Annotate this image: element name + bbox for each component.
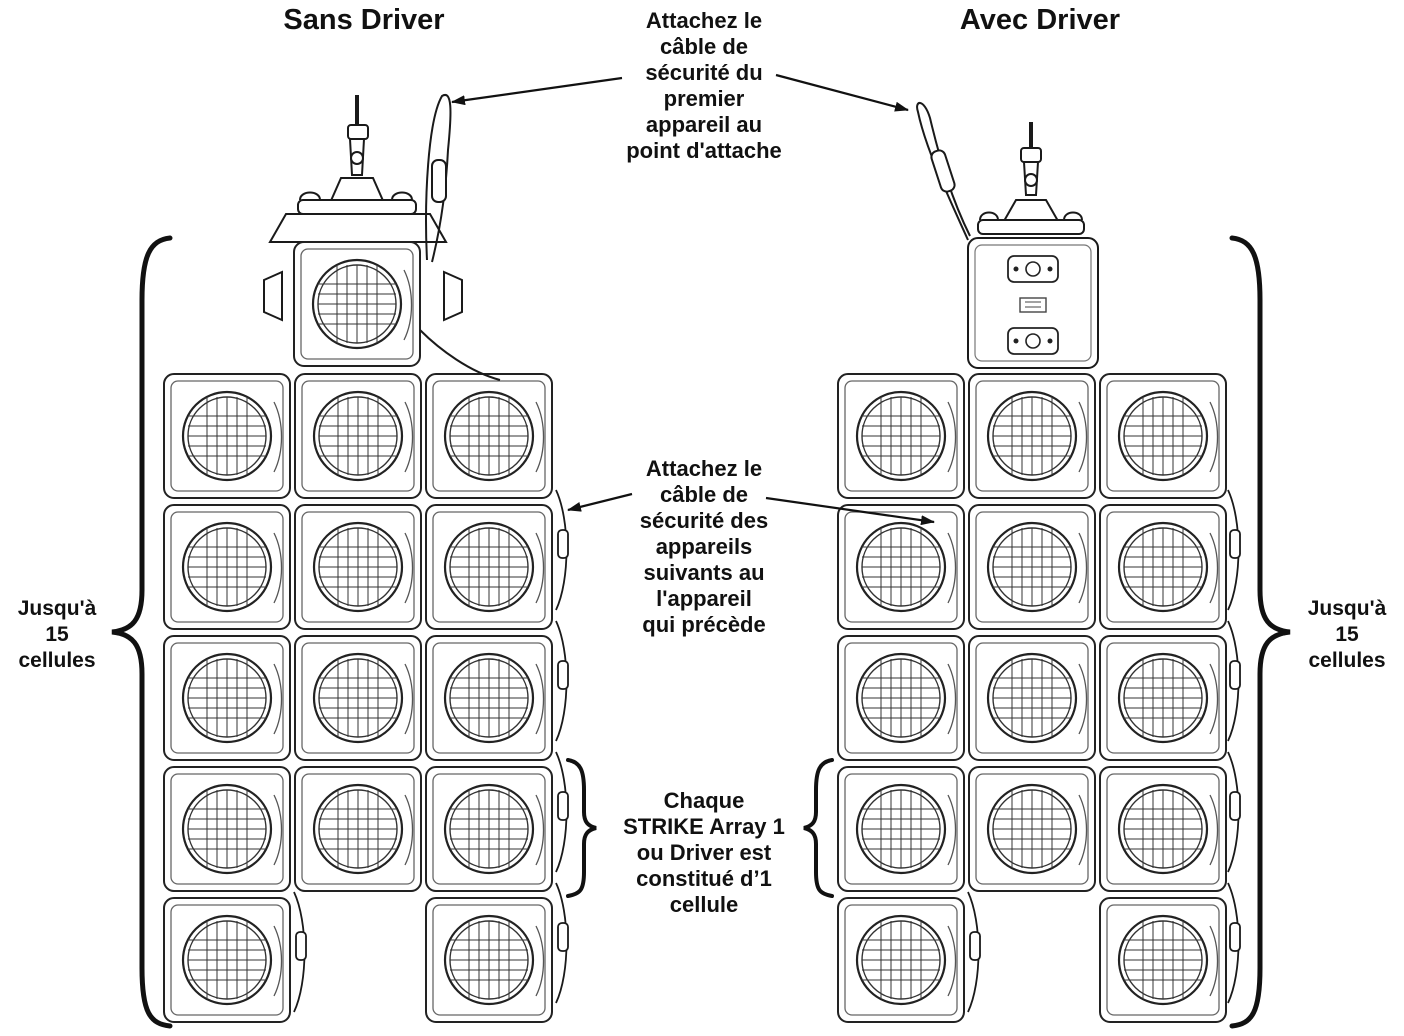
right-fixture-r3-c1	[836, 634, 966, 762]
small-brace-right	[803, 758, 834, 898]
side-label-left: Jusqu'à 15 cellules	[17, 597, 97, 672]
callout-first-safety-cable: Attachez le câble de sécurité du premier…	[626, 8, 782, 163]
right-fixture-r1-c3	[1098, 372, 1228, 500]
left-fixture-r3-c3	[424, 634, 554, 762]
left-fixture-r3-c2	[293, 634, 423, 762]
right-fixture-r5-c3	[1098, 896, 1228, 1024]
left-fixture-r2-c2	[293, 503, 423, 631]
right-side-cable-3-carabiner	[1229, 791, 1241, 821]
callout-arrows	[451, 73, 935, 526]
left-brace	[111, 235, 173, 1029]
right-side-cable-4-carabiner	[1229, 922, 1241, 952]
left-fixture-array	[162, 372, 554, 1024]
left-side-cable-2-carabiner	[557, 660, 569, 690]
callout-following-safety-cable: Attachez le câble de sécurité des appare…	[639, 456, 769, 637]
right-fixture-r2-c2	[967, 503, 1097, 631]
small-brace-left	[566, 758, 597, 898]
right-fixture-r4-c1	[836, 765, 966, 893]
left-fixture-r4-c2	[293, 765, 423, 893]
right-fixture-r3-c2	[967, 634, 1097, 762]
left-fixture-r5-c1	[162, 896, 292, 1024]
right-fixture-r4-c3	[1098, 765, 1228, 893]
left-fixture-r5-c3	[424, 896, 554, 1024]
title-without-driver: Sans Driver	[283, 4, 445, 36]
right-side-cable-1-carabiner	[1229, 529, 1241, 559]
arrow-following-cable-left	[567, 492, 633, 512]
left-fixture-r2-c3	[424, 503, 554, 631]
safety-cables	[419, 93, 971, 381]
arrow-first-cable-left	[451, 76, 623, 106]
right-fixture-r3-c3	[1098, 634, 1228, 762]
left-fixture-r3-c1	[162, 634, 292, 762]
left-fixture-r1-c1	[162, 372, 292, 500]
callout-cell-count: Chaque STRIKE Array 1 ou Driver est cons…	[623, 788, 785, 917]
side-safety-cables	[293, 489, 1241, 1013]
left-side-cable-4-carabiner	[557, 922, 569, 952]
right-brace	[1229, 235, 1291, 1029]
left-mid-cable-carabiner	[295, 931, 307, 961]
left-hanging-clamp	[263, 95, 463, 322]
right-side-cable-2-carabiner	[1229, 660, 1241, 690]
right-fixture-r5-c1	[836, 896, 966, 1024]
left-fixture-r1-c3	[424, 372, 554, 500]
side-label-right: Jusqu'à 15 cellules	[1307, 597, 1387, 672]
left-fixture-r4-c3	[424, 765, 554, 893]
right-fixture-array	[836, 372, 1228, 1024]
left-side-cable-3-carabiner	[557, 791, 569, 821]
left-side-cable-1-carabiner	[557, 529, 569, 559]
title-with-driver: Avec Driver	[959, 4, 1121, 36]
left-fixture-r4-c1	[162, 765, 292, 893]
right-hanging-clamp	[977, 122, 1085, 235]
left-top-fixture	[292, 240, 422, 368]
right-mid-cable-carabiner	[969, 931, 981, 961]
right-fixture-r4-c2	[967, 765, 1097, 893]
arrow-first-cable-right	[775, 73, 909, 112]
arrow-following-cable-right	[765, 496, 935, 526]
left-fixture-r1-c2	[293, 372, 423, 500]
right-fixture-r2-c3	[1098, 503, 1228, 631]
right-fixture-r2-c1	[836, 503, 966, 631]
left-fixture-r2-c1	[162, 503, 292, 631]
driver-unit	[967, 237, 1099, 369]
right-fixture-r1-c1	[836, 372, 966, 500]
right-fixture-r1-c2	[967, 372, 1097, 500]
